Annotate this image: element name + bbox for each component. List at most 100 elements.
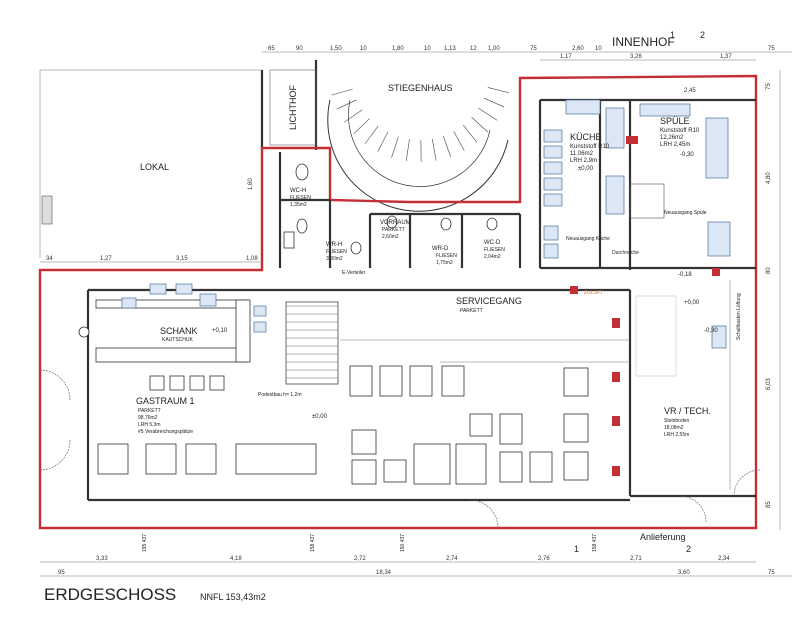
dim-bottom-2: 4,18: [230, 556, 242, 562]
stair-tread: [471, 117, 489, 133]
wrh-name: WR-H: [326, 242, 342, 248]
anlieferung-label: Anlieferung: [640, 532, 686, 542]
dim-innenhof-1: 1,17: [560, 54, 572, 60]
dim-bottom-1: 3,33: [96, 556, 108, 562]
dim-left-5: 1,60: [248, 178, 254, 190]
dim-bottom-4: 2,74: [446, 556, 458, 562]
dim-top-2: 90: [296, 46, 303, 52]
dim-top-13: 75: [768, 46, 775, 52]
vorraum-name: VORRAUM: [380, 220, 411, 226]
schank-level: +0,10: [212, 328, 228, 334]
wcd-name: WC-D: [484, 240, 501, 246]
wch-area: 1,35m2: [290, 202, 307, 208]
innenhof-label: INNENHOF: [612, 35, 675, 49]
wrd-floor: FLIESEN: [436, 253, 457, 259]
dim-top-9: 1,00: [488, 46, 500, 52]
dim-bottom2-2: 18,34: [376, 570, 392, 576]
vrtech-floor: Steinboden: [664, 418, 690, 424]
dim-top-10: 75: [530, 46, 537, 52]
zuluft-label: ZULUFT: [584, 290, 603, 296]
vrtech-level-2: -0,30: [704, 328, 718, 334]
toilet-fixtures: [283, 163, 498, 255]
section-mark-top-1: 1: [670, 30, 675, 40]
wch-floor: FLIESEN: [290, 195, 311, 201]
schaltkasten-label: Schaltkasten Lüftung: [736, 293, 742, 340]
stair-tread: [453, 131, 465, 151]
gastraum-height: LRH 5,3m: [138, 422, 161, 428]
stair-tread: [443, 135, 451, 157]
podest-label: Podestbau h= 1,2m: [258, 392, 302, 398]
vorraum-area: 2,60m2: [382, 234, 399, 240]
stair-tread: [344, 109, 363, 123]
vorraum-floor: PARKETT: [382, 227, 405, 233]
wcd-floor: FLIESEN: [484, 247, 505, 253]
neuausgang-spuele-label: Neuausgang Spüle: [664, 210, 707, 216]
vrtech-area: 18,08m2: [664, 425, 684, 431]
gastraum-area: 98,76m2: [138, 415, 158, 421]
vrtech-fixtures: [635, 280, 731, 490]
schank-bar: [78, 283, 267, 363]
lichthof-label: LICHTHOF: [288, 84, 298, 130]
top-dimension-chain: 65 90 1,50 10 1,80 10 1,13 12 1,00 75 2,…: [262, 46, 792, 61]
servicegang-floor: PARKETT: [460, 308, 483, 314]
stair-tread: [463, 124, 478, 143]
dim-bottom2-3: 3,60: [678, 570, 690, 576]
spuele-area: 12,26m2: [660, 135, 684, 141]
dim-innenhof-3: 1,37: [720, 54, 732, 60]
plan-area: NNFL 153,43m2: [200, 592, 266, 602]
vrtech-level-1: +0,00: [684, 300, 700, 306]
vrtech-name: VR / TECH.: [664, 406, 711, 416]
wch-name: WC-H: [290, 188, 306, 194]
seating: [97, 365, 589, 485]
dim-right-5: 6,03: [766, 378, 772, 390]
vrtech-height: LRH 2,55m: [664, 432, 689, 438]
dim-right-6: 85: [766, 501, 772, 508]
gastraum-level: ±0,00: [312, 414, 328, 420]
dim-lower-4: 158 437: [592, 534, 598, 552]
gastraum-floor: PARKETT: [138, 408, 161, 414]
stair-tread: [331, 88, 353, 96]
stair-tread: [364, 125, 379, 144]
schank-name: SCHANK: [160, 326, 198, 336]
dim-top-6: 10: [424, 46, 431, 52]
bottom-dimension-chain: 3,33 4,18 2,72 2,74 2,76 2,71 2,34 95 18…: [40, 534, 792, 577]
stair-tread: [353, 118, 370, 135]
spiral-staircase: [327, 87, 510, 212]
interior-stair: [285, 301, 339, 385]
right-dimension-chain: 2,45 75 4,80 80 6,03 85: [684, 70, 781, 530]
dim-top-3: 1,50: [330, 46, 342, 52]
gastraum-seats: #5 Verabreichungsplätze: [138, 429, 193, 435]
servicegang-name: SERVICEGANG: [456, 296, 522, 306]
spuele-level: -0,30: [680, 152, 694, 158]
spuele-floor: Kunststoff R10: [660, 128, 700, 134]
spuele-height: LRH 2,45m: [660, 142, 690, 148]
neuausgang-kueche-label: Neuausgang Küche: [566, 236, 610, 242]
dim-left-4: 1,08: [246, 256, 258, 262]
stair-tread: [391, 136, 399, 158]
dim-bottom-3: 2,72: [354, 556, 366, 562]
wrh-floor: FLIESEN: [326, 249, 347, 255]
dim-top-4: 10: [360, 46, 367, 52]
kueche-floor: Kunststoff R10: [570, 144, 610, 150]
section-mark-top-2: 2: [700, 30, 705, 40]
interior-walls: [86, 98, 756, 502]
dim-bottom-6: 2,71: [630, 556, 642, 562]
section-mark-bottom-1: 1: [574, 544, 579, 554]
stair-tread: [336, 99, 357, 110]
dim-lower-2: 158 437: [310, 534, 316, 552]
dim-right-3: 4,80: [766, 172, 772, 184]
kueche-name: KÜCHE: [570, 132, 602, 142]
wrh-area: 3,80m2: [326, 256, 343, 262]
schank-floor: KAUTSCHUK: [162, 337, 194, 343]
dim-right-1: 2,45: [684, 88, 696, 94]
left-dimension-chain: 34 1,27 3,15 1,08 1,60: [40, 178, 262, 263]
dim-left-1: 34: [46, 256, 53, 262]
wcd-area: 2,04m2: [484, 254, 501, 260]
dim-innenhof-2: 3,26: [630, 54, 642, 60]
plan-title: ERDGESCHOSS: [44, 585, 176, 604]
dim-left-2: 1,27: [100, 256, 112, 262]
dim-bottom-5: 2,76: [538, 556, 550, 562]
dim-bottom2-4: 75: [768, 570, 775, 576]
dim-right-4: 80: [766, 267, 772, 274]
